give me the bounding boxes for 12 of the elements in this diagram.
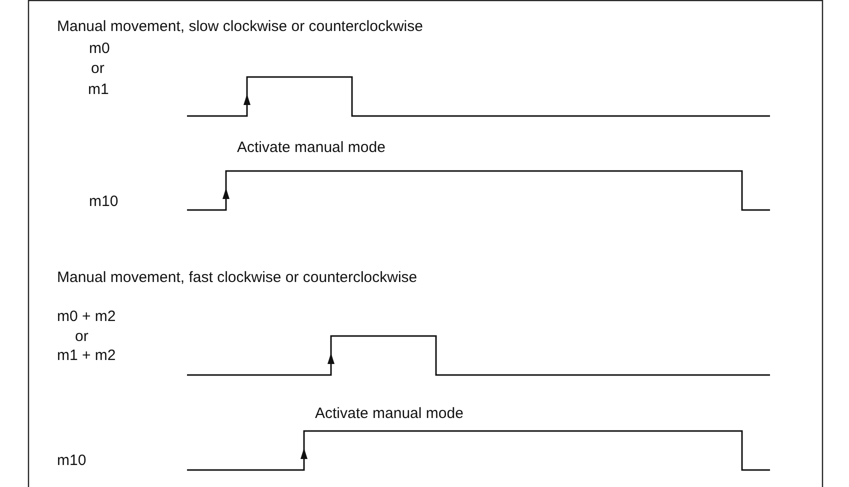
signal-name: m0 + m2 (57, 308, 116, 325)
signal-name: m1 + m2 (57, 347, 116, 364)
section-heading: Manual movement, slow clockwise or counterclockwise (57, 18, 423, 35)
signal-name: m10 (57, 452, 86, 469)
signal-name: m10 (89, 193, 118, 210)
phase-label: Activate manual mode (315, 405, 464, 422)
signal-name: m0 (89, 40, 110, 57)
signal-name: m1 (88, 81, 109, 98)
signal-name: or (91, 60, 104, 77)
signal-name: or (75, 328, 88, 345)
section-heading: Manual movement, fast clockwise or counterclockwise (57, 269, 418, 286)
phase-label: Activate manual mode (237, 139, 386, 156)
